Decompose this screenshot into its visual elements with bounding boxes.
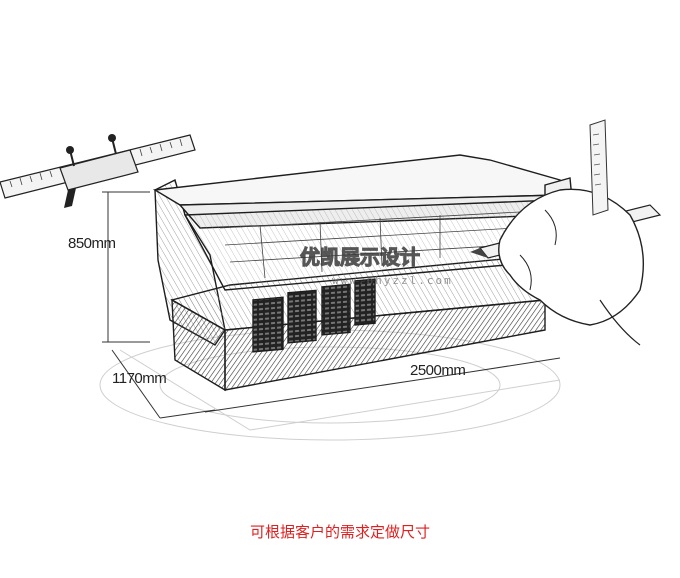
watermark-logo-text: 优凯展示设计	[300, 245, 421, 270]
height-dimension-label: 850mm	[68, 235, 116, 252]
caliper-ruler	[0, 134, 196, 208]
depth-dimension-label: 1170mm	[112, 370, 167, 387]
dimension-lines	[102, 191, 561, 419]
custom-size-caption: 可根据客户的需求定做尺寸	[249, 523, 430, 541]
watermark-url: www.bhyzzl.com	[332, 274, 453, 287]
width-dimension-label: 2500mm	[410, 362, 466, 379]
hand-with-pencil	[470, 188, 662, 346]
display-case	[152, 154, 576, 392]
vertical-ruler	[589, 119, 609, 216]
